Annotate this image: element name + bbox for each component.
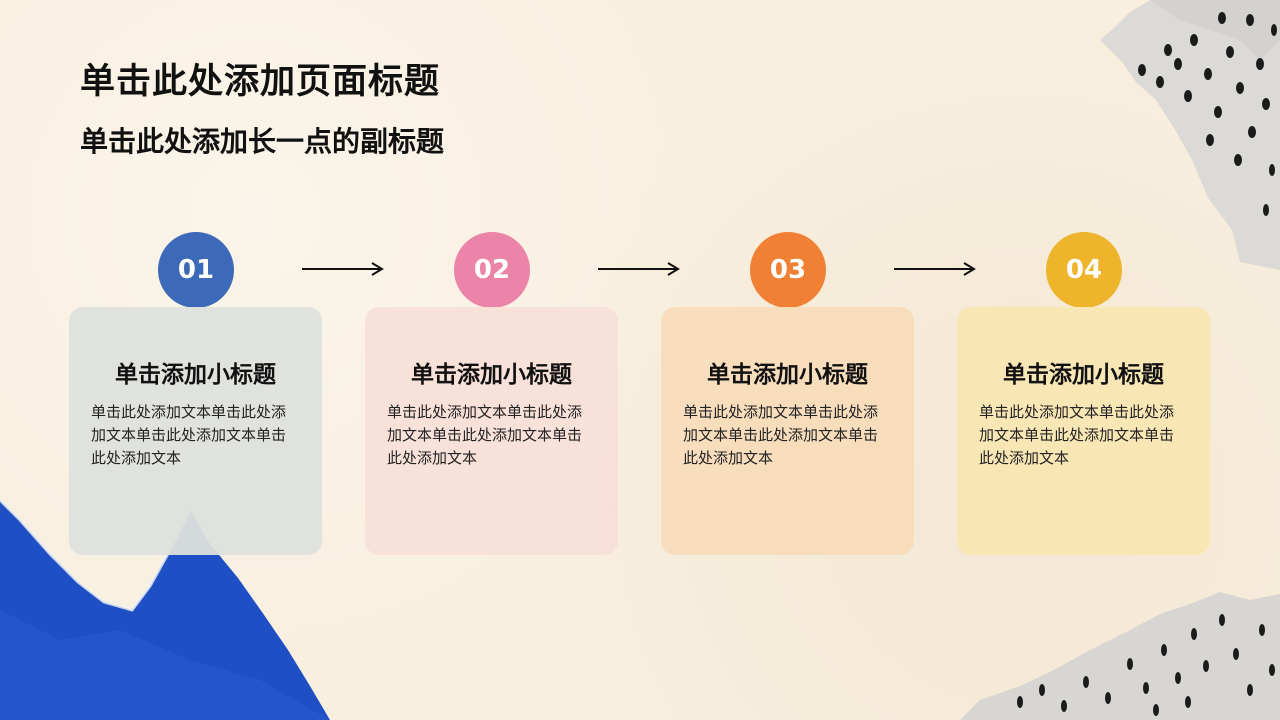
- step-number-4: 04: [1046, 232, 1122, 308]
- torn-paper-bottom-right: [960, 592, 1280, 720]
- torn-paper-top-right: [1100, 0, 1280, 270]
- card-text: 单击此处添加文本单击此处添加文本单击此处添加文本单击此处添加文本: [91, 403, 287, 467]
- page-title: 单击此处添加页面标题: [80, 62, 441, 102]
- page-subtitle: 单击此处添加长一点的副标题: [80, 125, 445, 158]
- card-text: 单击此处添加文本单击此处添加文本单击此处添加文本单击此处添加文本: [387, 403, 583, 467]
- step-card-4[interactable]: 单击添加小标题 单击此处添加文本单击此处添加文本单击此处添加文本单击此处添加文本: [957, 307, 1210, 555]
- step-card-3[interactable]: 单击添加小标题 单击此处添加文本单击此处添加文本单击此处添加文本单击此处添加文本: [661, 307, 914, 555]
- torn-paper-bottom-left: [0, 498, 330, 720]
- right-arrow-icon: [598, 262, 680, 276]
- card-title: 单击添加小标题: [115, 362, 276, 388]
- card-text: 单击此处添加文本单击此处添加文本单击此处添加文本单击此处添加文本: [683, 403, 879, 467]
- step-card-1[interactable]: 单击添加小标题 单击此处添加文本单击此处添加文本单击此处添加文本单击此处添加文本: [69, 307, 322, 555]
- card-title: 单击添加小标题: [1003, 362, 1164, 388]
- card-title: 单击添加小标题: [411, 362, 572, 388]
- step-number-2: 02: [454, 232, 530, 308]
- right-arrow-icon: [894, 262, 976, 276]
- card-title: 单击添加小标题: [707, 362, 868, 388]
- right-arrow-icon: [302, 262, 384, 276]
- step-number-1: 01: [158, 232, 234, 308]
- step-card-2[interactable]: 单击添加小标题 单击此处添加文本单击此处添加文本单击此处添加文本单击此处添加文本: [365, 307, 618, 555]
- card-text: 单击此处添加文本单击此处添加文本单击此处添加文本单击此处添加文本: [979, 403, 1175, 467]
- step-number-3: 03: [750, 232, 826, 308]
